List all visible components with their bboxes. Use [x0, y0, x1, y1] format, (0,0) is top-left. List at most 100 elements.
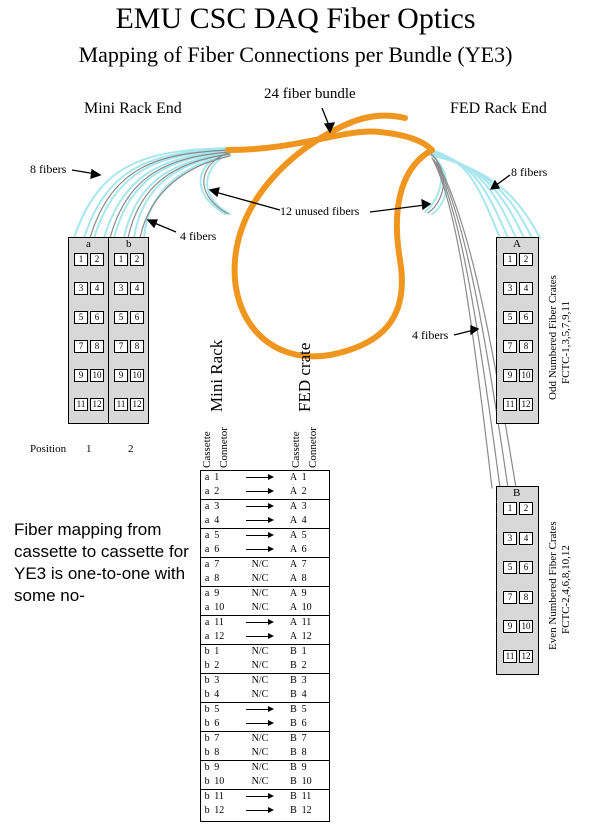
cassette-cell: 5	[503, 561, 517, 574]
cassette-cell: 8	[130, 340, 144, 353]
no-connection: N/C	[234, 760, 286, 775]
right-cassette: B	[285, 702, 302, 717]
right-connector: 8	[301, 747, 307, 758]
right-connector: 11	[301, 615, 330, 630]
right-connector: 12	[301, 805, 312, 816]
cassette-cell: 11	[503, 398, 517, 411]
left-connector: 6	[214, 544, 220, 555]
cassette-cell: 3	[74, 282, 88, 295]
cassette-cell: 4	[519, 282, 533, 295]
col-connector-right: Connetor	[307, 427, 319, 468]
right-connector: 9	[301, 760, 330, 775]
arrow-icon	[245, 618, 274, 628]
cassette-cell: 4	[90, 282, 104, 295]
left-cassette: b	[200, 673, 215, 688]
no-connection: N/C	[251, 573, 269, 584]
odd-crates-line2: FCTC-1,3,5,7,9,11	[560, 300, 572, 384]
arrow-icon	[245, 632, 274, 642]
left-connector: 10	[214, 602, 225, 613]
left-connector: 11	[214, 789, 235, 804]
annotation-arrows	[71, 107, 511, 336]
no-connection: N/C	[251, 689, 269, 700]
no-connection: N/C	[234, 673, 286, 688]
right-cassette: B	[285, 760, 302, 775]
right-connector: 8	[301, 573, 307, 584]
bundle-label: 24 fiber bundle	[264, 86, 356, 102]
cassette-cell: 6	[130, 311, 144, 324]
arrow-icon	[245, 545, 274, 555]
eight-fibers-right-label: 8 fibers	[511, 165, 548, 179]
cassette-cell: 2	[519, 502, 533, 515]
cassette-cell: 2	[130, 253, 144, 266]
left-cassette: b	[200, 731, 215, 746]
connection-arrow	[235, 485, 286, 500]
left-cassette: a	[204, 515, 210, 526]
right-cassette: A	[285, 470, 302, 485]
right-cassette: B	[285, 644, 302, 659]
mini-rack-heading: Mini Rack	[207, 339, 226, 412]
col-cassette-right: Cassette	[290, 431, 302, 468]
mapping-note: Fiber mapping from cassette to cassette …	[14, 520, 189, 605]
left-connector: 7	[214, 731, 235, 746]
connection-arrow	[235, 804, 286, 818]
arrow-icon	[245, 473, 274, 483]
connection-arrow	[235, 543, 286, 558]
four-fibers-right-label: 4 fibers	[412, 328, 449, 342]
cassette-b-label: b	[126, 238, 132, 250]
connection-arrow	[234, 615, 286, 630]
right-cassette: A	[289, 515, 298, 526]
connection-arrow	[235, 630, 286, 645]
cassette-cell: 11	[114, 398, 128, 411]
right-connector: 6	[301, 544, 307, 555]
left-connector: 12	[214, 631, 225, 642]
unused-fibers-label: 12 unused fibers	[280, 204, 360, 218]
left-cassette: b	[204, 660, 210, 671]
left-cassette: a	[200, 470, 215, 485]
odd-crates-line1: Odd Numbered Fiber Crates	[547, 275, 559, 400]
left-connector: 5	[214, 528, 235, 543]
right-cassette: A	[285, 557, 302, 572]
right-connector: 7	[301, 557, 330, 572]
cassette-cell: 7	[503, 590, 517, 604]
cassette-cell: 8	[90, 340, 104, 353]
left-cassette: a	[200, 615, 215, 630]
cassette-cell: 6	[90, 311, 104, 324]
even-crates-line1: Even Numbered Fiber Crates	[547, 521, 559, 650]
no-connection: N/C	[251, 602, 269, 613]
arrow-icon	[245, 502, 274, 512]
cassette-cell: 5	[114, 311, 128, 324]
cassette-cell: 4	[130, 282, 144, 295]
right-cassette: A	[289, 631, 298, 642]
cassette-cell: 12	[519, 398, 533, 411]
right-cassette: A	[285, 586, 302, 601]
left-connector: 4	[214, 515, 220, 526]
left-connector: 2	[214, 486, 220, 497]
no-connection: N/C	[251, 747, 269, 758]
eight-fibers-left-label: 8 fibers	[30, 162, 67, 176]
cassette-cell: 12	[519, 649, 533, 663]
right-cassette: A	[285, 615, 302, 630]
left-cassette: b	[204, 747, 210, 758]
cassette-cell: 3	[503, 282, 517, 295]
right-connector: 7	[301, 731, 330, 746]
page-title: EMU CSC DAQ Fiber Optics	[115, 2, 476, 35]
left-connector: 8	[214, 573, 220, 584]
col-connector-left: Connetor	[218, 427, 230, 468]
mini-rack-end-label: Mini Rack End	[84, 100, 182, 117]
right-connector: 3	[301, 673, 330, 688]
left-cassette: b	[204, 805, 210, 816]
